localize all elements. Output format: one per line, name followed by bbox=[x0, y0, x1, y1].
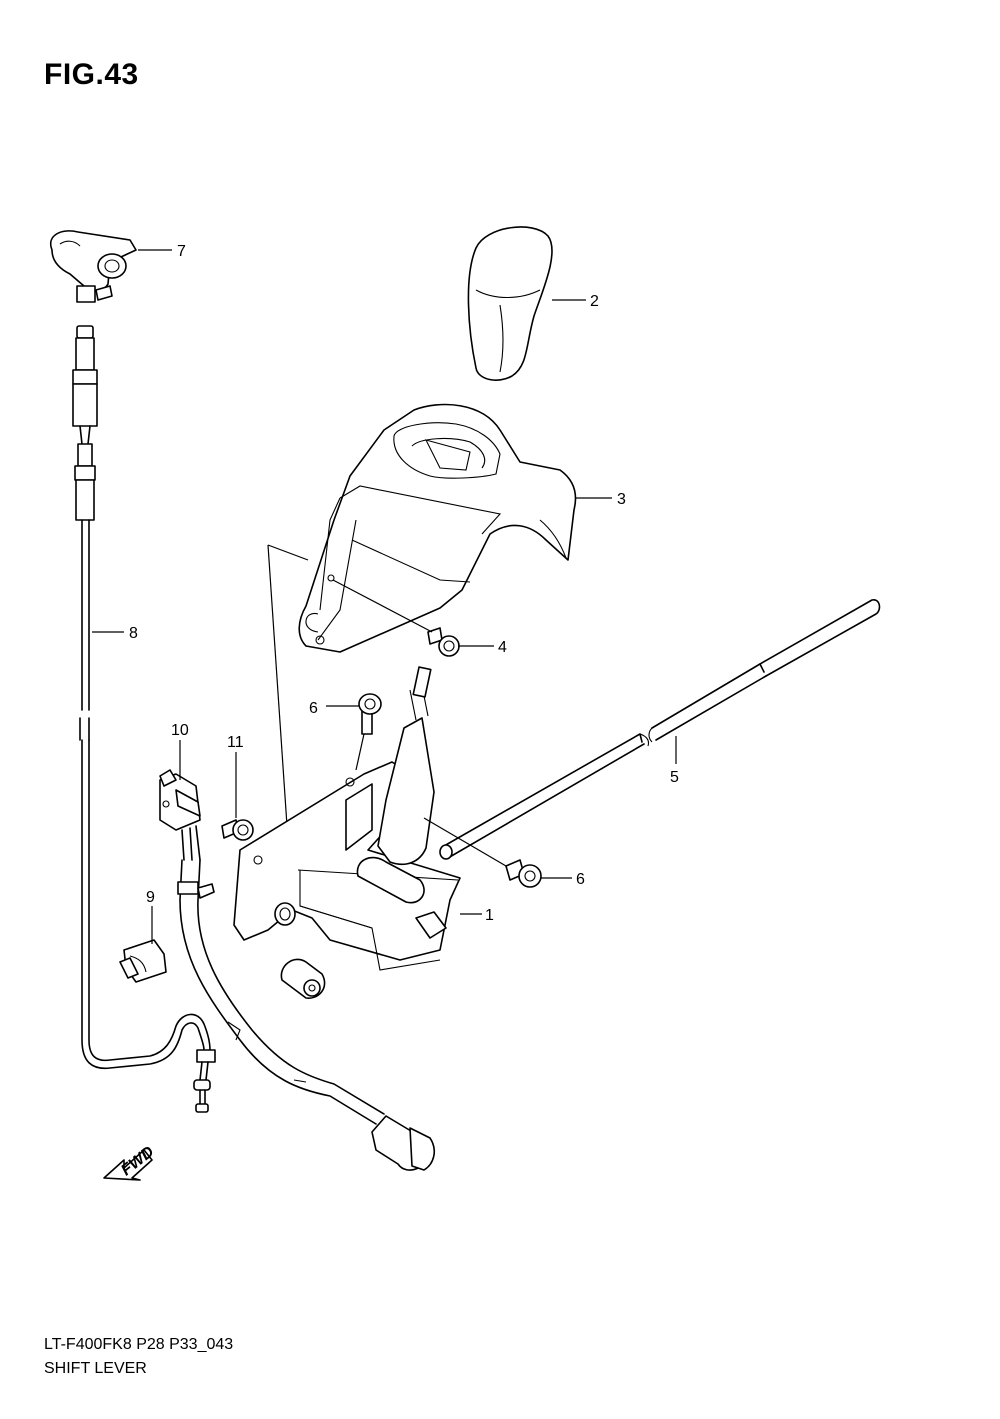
callout-8: 8 bbox=[129, 625, 138, 642]
fwd-arrow-icon: FWD bbox=[103, 1143, 158, 1181]
callout-leaders bbox=[92, 249, 677, 944]
callout-1: 1 bbox=[485, 907, 494, 924]
callout-10: 10 bbox=[171, 722, 189, 739]
part-3-shift-cover[interactable] bbox=[298, 403, 577, 653]
part-6-bolt-upper[interactable] bbox=[355, 693, 382, 771]
callout-2: 2 bbox=[590, 293, 599, 310]
part-8-cable[interactable] bbox=[72, 325, 216, 1113]
callout-6-upper: 6 bbox=[309, 700, 318, 717]
callout-3: 3 bbox=[617, 491, 626, 508]
callout-11: 11 bbox=[227, 734, 244, 751]
callout-5: 5 bbox=[670, 769, 679, 786]
footer-section-name: SHIFT LEVER bbox=[44, 1360, 147, 1377]
part-10-switch[interactable] bbox=[159, 769, 201, 861]
callout-6-lower: 6 bbox=[576, 871, 585, 888]
part-1-shift-lever-assembly[interactable] bbox=[233, 666, 461, 999]
footer-model-code: LT-F400FK8 P28 P33_043 bbox=[44, 1336, 234, 1353]
callout-9: 9 bbox=[146, 889, 155, 906]
callout-numbers: 1 2 3 4 5 6 6 7 8 9 10 11 bbox=[129, 243, 679, 924]
part-2-shift-knob[interactable] bbox=[467, 226, 553, 381]
part-7-cable-clamp[interactable] bbox=[49, 230, 137, 303]
part-11-bolt[interactable] bbox=[221, 819, 254, 841]
switch-wiring-harness[interactable] bbox=[177, 859, 436, 1171]
part-9-clamp[interactable] bbox=[119, 939, 167, 983]
part-4-bolt[interactable] bbox=[427, 627, 460, 657]
figure-title: FIG.43 bbox=[44, 58, 139, 91]
part-5-shift-rod[interactable] bbox=[439, 599, 881, 860]
part-6-bolt-lower[interactable] bbox=[423, 817, 542, 888]
callout-7: 7 bbox=[177, 243, 186, 260]
callout-4: 4 bbox=[498, 639, 507, 656]
